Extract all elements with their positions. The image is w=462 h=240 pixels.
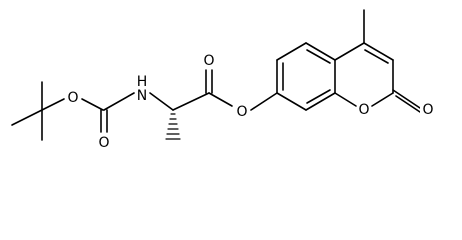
bond-ring-a5-inner [306, 89, 331, 104]
bond-ring-b1 [334, 42, 365, 61]
svg-text:O: O [203, 53, 214, 69]
bond-ring-a2 [276, 42, 307, 61]
bond-ring-b2-inner [364, 49, 389, 64]
bond-ring-a3-inner [306, 49, 331, 64]
bond-ring-b4 [371, 92, 394, 107]
bond-ring-a5 [305, 92, 336, 111]
bond-ring-a6 [276, 92, 307, 111]
atom-nh: H N [135, 74, 149, 104]
atom-o-ester-carbonyl: O [202, 52, 216, 69]
svg-text:O: O [67, 90, 78, 106]
bond-lactone-co-a [392, 89, 421, 109]
stereo-hashed-wedge [165, 113, 181, 140]
bond-ring-b5 [334, 92, 357, 107]
svg-text:N: N [137, 88, 147, 104]
bond-ring-b2 [363, 42, 394, 61]
bond-calpha-to-ester-c [172, 92, 210, 111]
structure-canvas: O O H N O O O O [11, 9, 434, 151]
svg-text:O: O [98, 135, 109, 151]
bond-ring-a3 [305, 42, 336, 61]
bond-o-to-coumarin [250, 92, 278, 111]
svg-text:H: H [137, 74, 148, 90]
bond-tbu-methyl-left [11, 109, 43, 126]
svg-text:O: O [422, 102, 433, 118]
svg-text:O: O [358, 102, 369, 118]
svg-text:O: O [236, 104, 247, 120]
atom-o-tboc: O [66, 89, 80, 106]
bond-o-to-carbamate-c [81, 98, 104, 111]
chemical-structure-diagram: O O H N O O O O [11, 9, 434, 151]
bond-carbamate-to-n [103, 92, 135, 111]
atom-o-lactone-carbonyl: O [420, 101, 434, 118]
bond-tbu-to-o [41, 98, 65, 111]
atom-o-ester-link: O [235, 103, 249, 120]
bond-lactone-co-b [395, 95, 421, 113]
atom-o-carbamate-carbonyl: O [97, 134, 111, 151]
atom-o-ring: O [357, 101, 371, 118]
bond-ester-c-to-o [208, 92, 233, 107]
bond-n-to-calpha [149, 92, 174, 111]
